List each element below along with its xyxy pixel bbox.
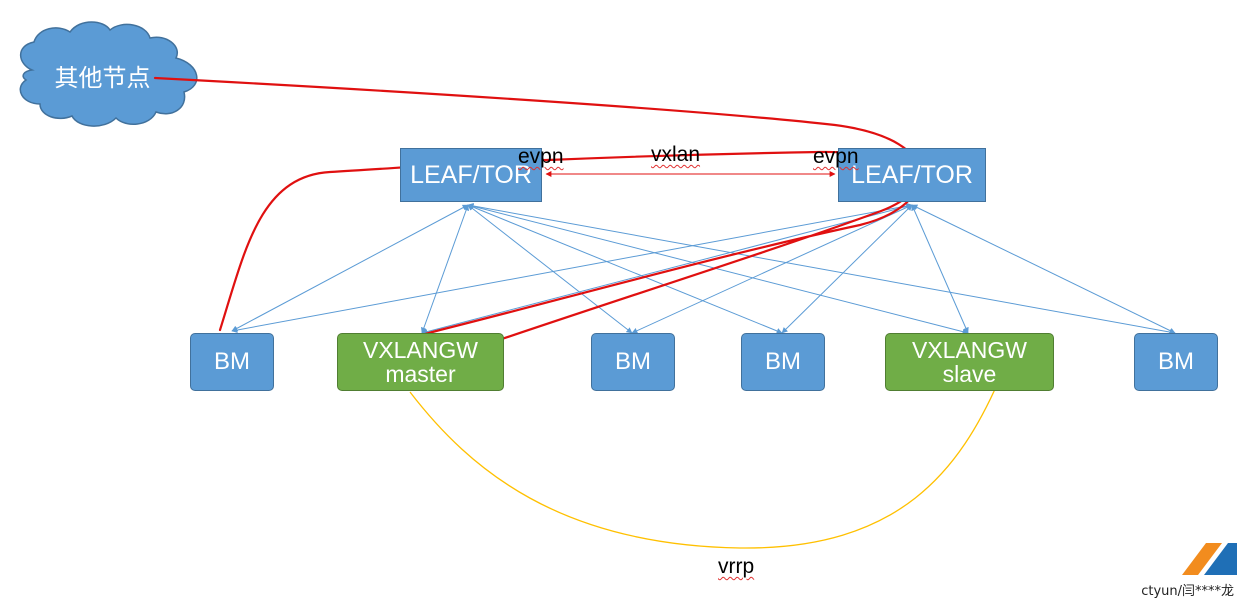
leaf-tor-left: LEAF/TOR (400, 148, 542, 202)
bm-node-3: BM (741, 333, 825, 391)
vxlangw-slave: VXLANGW slave (885, 333, 1054, 391)
blue-links (231, 203, 1176, 335)
watermark-text: ctyun/闫****龙 (1141, 584, 1234, 599)
vrrp-label: vrrp (718, 555, 755, 578)
bm-node-1: BM (190, 333, 274, 391)
vxlangw-slave-role: slave (942, 361, 997, 387)
cloud-other-nodes-label: 其他节点 (54, 64, 151, 92)
vxlangw-master-title: VXLANGW (362, 336, 479, 363)
evpn-left-label: evpn (518, 145, 564, 168)
vrrp-link (409, 377, 1001, 549)
vxlangw-master-role: master (385, 361, 456, 387)
bm-node-1-label: BM (214, 348, 250, 376)
leaf-tor-right-label: LEAF/TOR (851, 160, 973, 189)
bm-node-3-label: BM (765, 348, 801, 376)
vxlangw-slave-title: VXLANGW (911, 336, 1028, 363)
leaf-tor-right: LEAF/TOR (838, 148, 986, 202)
bm-node-4: BM (1134, 333, 1218, 391)
vxlangw-master: VXLANGW master (337, 333, 504, 391)
leaf-tor-left-label: LEAF/TOR (410, 160, 532, 189)
cloud-shape (19, 21, 198, 127)
red-traffic-path (153, 76, 922, 376)
bm-node-2-label: BM (615, 348, 651, 376)
evpn-right-label: evpn (813, 145, 859, 168)
bm-node-2: BM (591, 333, 675, 391)
ctyun-logo (1182, 543, 1237, 575)
bm-node-4-label: BM (1158, 348, 1194, 376)
vxlan-label: vxlan (651, 143, 701, 166)
